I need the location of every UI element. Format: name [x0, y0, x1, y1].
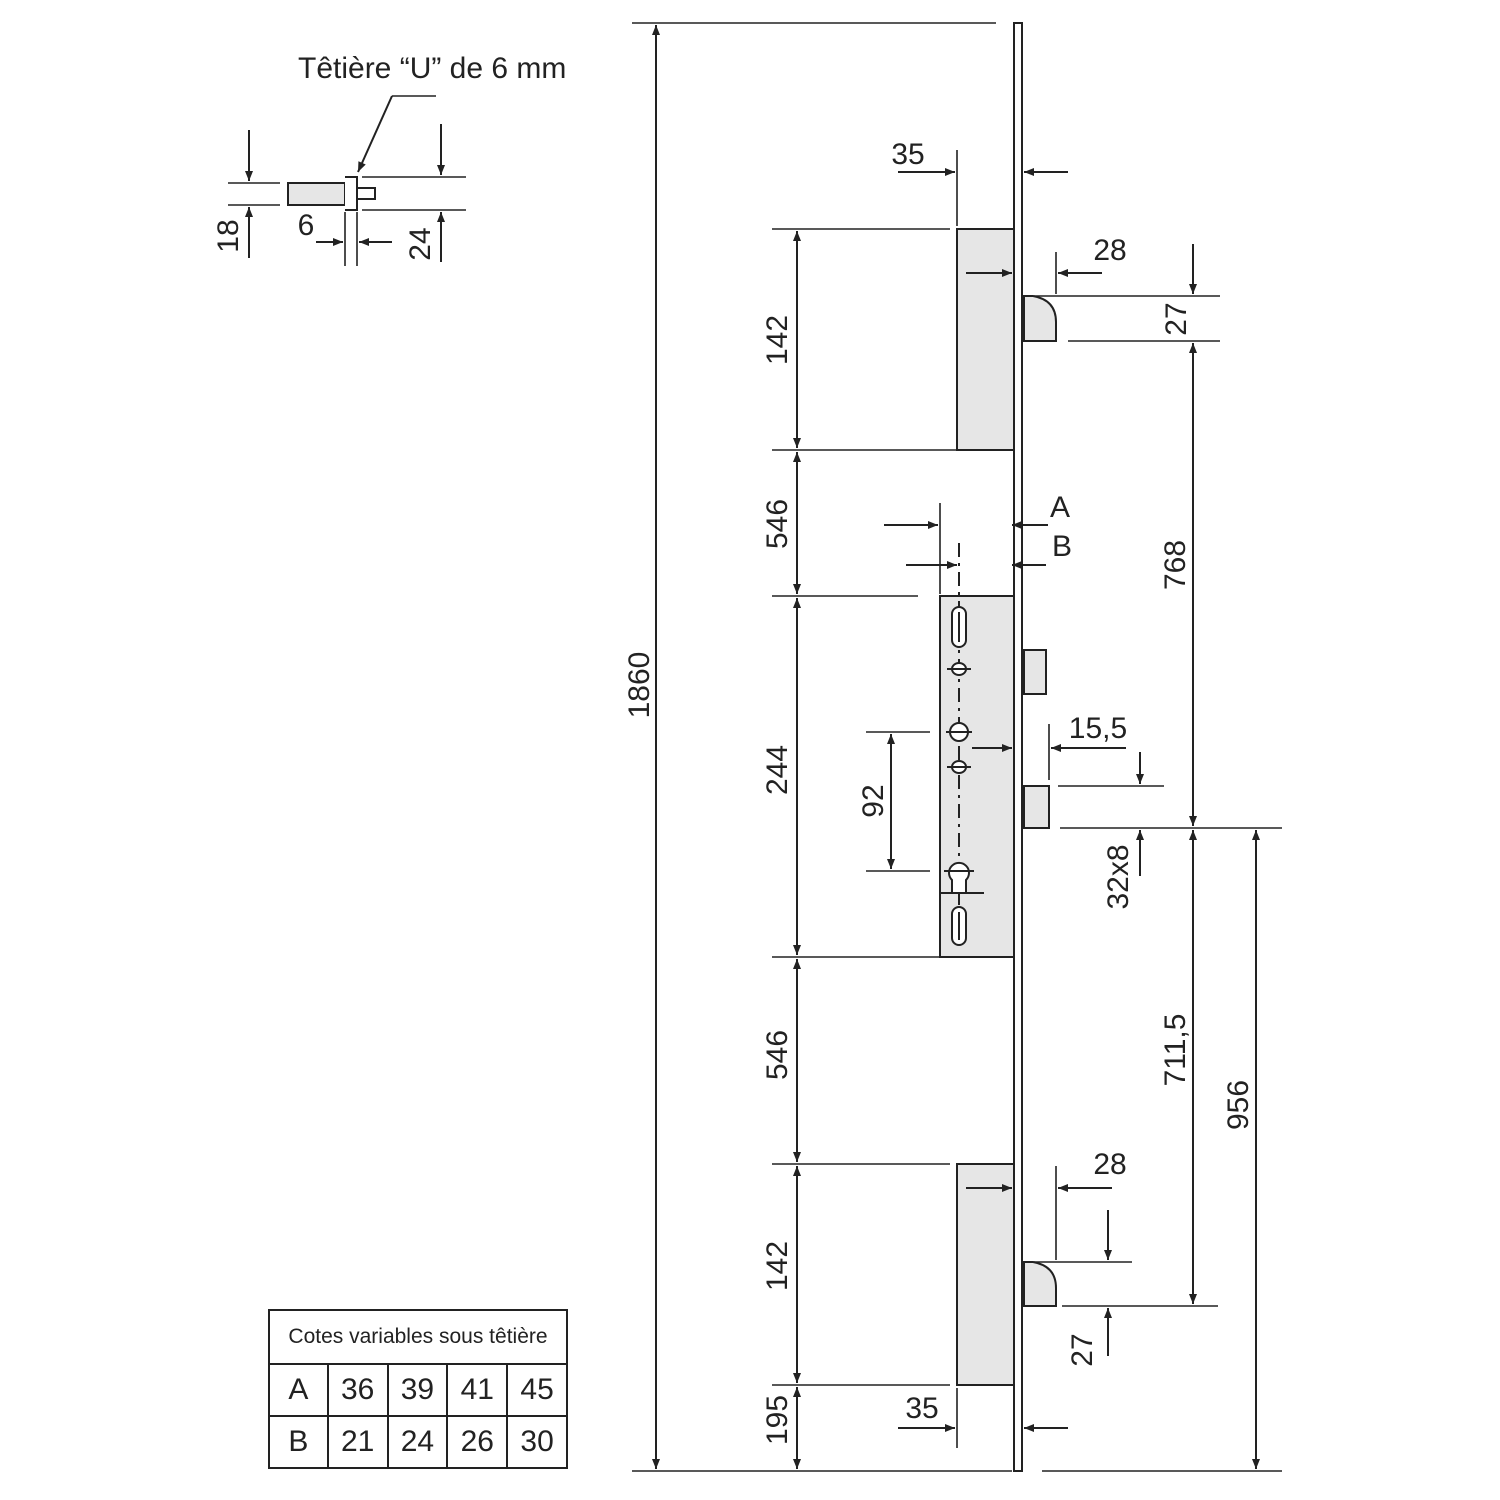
dim-overall-height: 1860 — [623, 652, 656, 719]
dim-dead-bolt-size: 32x8 — [1102, 844, 1135, 909]
dim-central-case-height: 244 — [761, 745, 794, 795]
dim-center-distance: 92 — [857, 784, 890, 817]
dim-lower-roller-width: 28 — [1093, 1148, 1126, 1181]
table-cell: 30 — [506, 1415, 568, 1469]
detail-label: Têtière “U” de 6 mm — [298, 52, 566, 85]
dim-lower-case-height: 142 — [761, 1241, 794, 1291]
dim-variable-b: B — [1052, 530, 1072, 563]
table-cell: 41 — [446, 1363, 509, 1417]
table-row-label: A — [268, 1363, 329, 1417]
variable-dimensions-table: Cotes variables sous têtière A 36 39 41 … — [268, 1309, 568, 1469]
detail-bolt-stub — [356, 187, 376, 200]
table-row-label: B — [268, 1415, 329, 1469]
table-cell: 24 — [386, 1415, 449, 1469]
dim-bottom-offset: 195 — [761, 1395, 794, 1445]
dim-dead-bolt-to-lower-roller: 711,5 — [1159, 1014, 1192, 1087]
table-cell: 45 — [506, 1363, 568, 1417]
latch-bolt — [1023, 649, 1047, 695]
dead-bolt — [1023, 785, 1050, 829]
table-cell: 36 — [326, 1363, 389, 1417]
detail-u-faceplate — [345, 176, 358, 211]
table-caption: Cotes variables sous têtière — [268, 1309, 568, 1365]
dim-upper-case-height: 142 — [761, 315, 794, 365]
dim-upper-roller-width: 28 — [1093, 234, 1126, 267]
dim-dead-bolt-to-bottom: 956 — [1222, 1080, 1255, 1130]
detail-lock-case-section — [287, 182, 346, 206]
dim-upper-roller-height: 27 — [1160, 302, 1193, 335]
table-cell: 26 — [446, 1415, 509, 1469]
detail-dim-height: 18 — [212, 219, 245, 252]
detail-dim-thickness: 6 — [298, 209, 315, 242]
detail-dim-width: 24 — [404, 227, 437, 260]
dim-lower-backset: 35 — [905, 1392, 938, 1425]
dim-lower-roller-height: 27 — [1066, 1333, 1099, 1366]
cylinder-hole — [948, 861, 970, 894]
central-lock-case — [939, 595, 1015, 958]
dim-dead-bolt-projection: 15,5 — [1069, 712, 1127, 745]
table-row: B 21 24 26 30 — [268, 1415, 568, 1469]
dim-upper-gap: 546 — [761, 499, 794, 549]
dim-upper-backset: 35 — [891, 138, 924, 171]
dim-upper-roller-to-dead-bolt: 768 — [1159, 540, 1192, 590]
faceplate — [1013, 22, 1023, 1472]
upper-lock-case — [956, 228, 1015, 451]
table-row: A 36 39 41 45 — [268, 1363, 568, 1417]
table-cell: 39 — [386, 1363, 449, 1417]
upper-roller-bolt — [1023, 295, 1057, 342]
dim-variable-a: A — [1050, 491, 1070, 524]
dim-lower-gap: 546 — [761, 1030, 794, 1080]
lower-roller-bolt — [1023, 1261, 1057, 1307]
table-cell: 21 — [326, 1415, 389, 1469]
lower-lock-case — [956, 1163, 1015, 1386]
table-caption-row: Cotes variables sous têtière — [268, 1309, 568, 1365]
